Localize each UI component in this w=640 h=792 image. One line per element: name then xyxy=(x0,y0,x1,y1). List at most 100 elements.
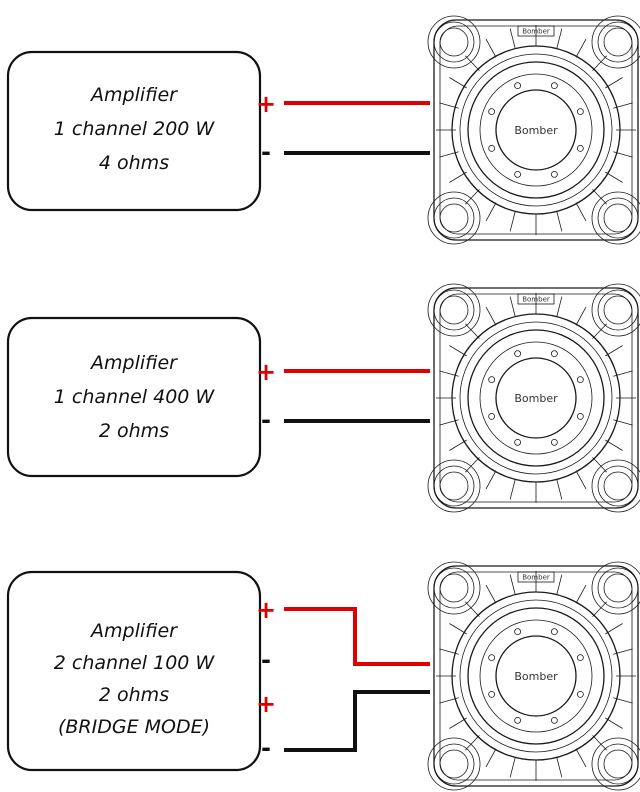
speaker-corner-vent xyxy=(433,465,475,507)
speaker-corner-vent xyxy=(603,471,633,501)
speaker-rib xyxy=(556,574,563,595)
speaker-badge-brand: Bomber xyxy=(522,574,550,582)
amplifier-outline xyxy=(6,50,262,212)
speaker-rib xyxy=(464,189,480,205)
speaker-rib xyxy=(556,757,563,778)
speaker-corner-vent xyxy=(439,471,469,501)
speaker-rib xyxy=(509,757,516,778)
speaker-corner-vent xyxy=(427,191,481,245)
speaker-corner-vent xyxy=(433,743,475,785)
speaker-corner-vent xyxy=(439,573,469,603)
speaker-bolt xyxy=(514,716,522,724)
speaker-bolt xyxy=(576,412,584,420)
speaker-rib xyxy=(556,296,563,317)
speaker-rib xyxy=(509,211,516,232)
speaker-corner-vent xyxy=(597,289,639,331)
speaker-rib xyxy=(575,306,587,326)
speaker-rib xyxy=(592,457,608,473)
speaker-cone-edge xyxy=(467,61,605,199)
speaker-bolt xyxy=(488,376,496,384)
speaker-rib xyxy=(464,601,480,617)
positive-wire xyxy=(284,607,430,666)
speaker-bolt xyxy=(576,690,584,698)
speaker-badge xyxy=(517,571,555,583)
speaker-corner-vent xyxy=(603,295,633,325)
speaker-surround-ring xyxy=(459,53,613,207)
negative-wire xyxy=(284,690,430,752)
speaker-rib xyxy=(575,584,587,604)
negative-terminal-label: - xyxy=(261,734,271,762)
amplifier-label-line: 2 channel 100 W xyxy=(54,652,216,674)
speaker-badge xyxy=(517,293,555,305)
speaker-bolt xyxy=(576,654,584,662)
positive-terminal-label: + xyxy=(256,90,276,118)
speaker-corner-vent xyxy=(603,573,633,603)
amplifier-outline xyxy=(6,316,262,478)
speaker-rib xyxy=(592,55,608,71)
speaker-brand: Bomber xyxy=(514,670,558,683)
speaker-bolt xyxy=(550,170,558,178)
speaker-bolt xyxy=(488,108,496,116)
speaker-corner-vent xyxy=(427,283,481,337)
speaker-surround-outer xyxy=(451,313,621,483)
speaker-cone-edge xyxy=(467,329,605,467)
speaker-rib xyxy=(575,202,587,222)
speaker-rib xyxy=(592,323,608,339)
speaker-corner-vent xyxy=(591,737,640,791)
speaker-corner-vent xyxy=(439,27,469,57)
amplifier-label-line: Amplifier xyxy=(89,620,178,642)
speaker-rib xyxy=(464,457,480,473)
speaker-rib xyxy=(509,574,516,595)
speaker-brand: Bomber xyxy=(514,124,558,137)
speaker-corner-vent xyxy=(427,459,481,513)
speaker-bolt xyxy=(576,376,584,384)
speaker-rib xyxy=(556,479,563,500)
speaker-badge-brand: Bomber xyxy=(522,28,550,36)
speaker-frame-outer xyxy=(433,287,639,509)
speaker-surround-outer xyxy=(451,45,621,215)
speaker-corner-vent xyxy=(591,561,640,615)
speaker-rib xyxy=(592,735,608,751)
speaker-bolt xyxy=(514,82,522,90)
speaker-dust-cap xyxy=(495,89,577,171)
speaker-corner-vent xyxy=(439,295,469,325)
amplifier-label-line: Amplifier xyxy=(89,84,178,106)
speaker-corner-vent xyxy=(427,561,481,615)
speaker-corner-vent xyxy=(591,191,640,245)
speaker-corner-vent xyxy=(603,203,633,233)
speaker-rib xyxy=(464,55,480,71)
speaker-corner-vent xyxy=(433,21,475,63)
speaker-brand: Bomber xyxy=(514,392,558,405)
speaker-corner-vent xyxy=(427,15,481,69)
speaker-corner-vent xyxy=(591,15,640,69)
speaker-rib xyxy=(485,470,497,490)
speaker-bolt xyxy=(550,716,558,724)
speaker-bolt xyxy=(550,438,558,446)
speaker-corner-vent xyxy=(591,459,640,513)
speaker-corner-vent xyxy=(597,567,639,609)
negative-terminal-label: - xyxy=(261,138,271,166)
positive-terminal-label: + xyxy=(256,596,276,624)
speaker-corner-vent xyxy=(603,27,633,57)
speaker-bolt xyxy=(514,438,522,446)
speaker-rib xyxy=(485,584,497,604)
speaker-bolt xyxy=(514,628,522,636)
speaker-rib xyxy=(575,470,587,490)
speaker-dust-cap xyxy=(495,635,577,717)
speaker-surround-ring xyxy=(459,321,613,475)
amplifier-label-line: 2 ohms xyxy=(99,684,169,706)
speaker-corner-vent xyxy=(597,743,639,785)
speaker-frame-outer xyxy=(433,565,639,787)
amplifier-label-line: 2 ohms xyxy=(99,420,169,442)
speaker-surround-ring xyxy=(459,599,613,753)
amplifier-label-line: 1 channel 400 W xyxy=(54,386,216,408)
speaker-surround-outer xyxy=(451,591,621,761)
speaker-cone-edge xyxy=(467,607,605,745)
speaker-corner-vent xyxy=(591,283,640,337)
